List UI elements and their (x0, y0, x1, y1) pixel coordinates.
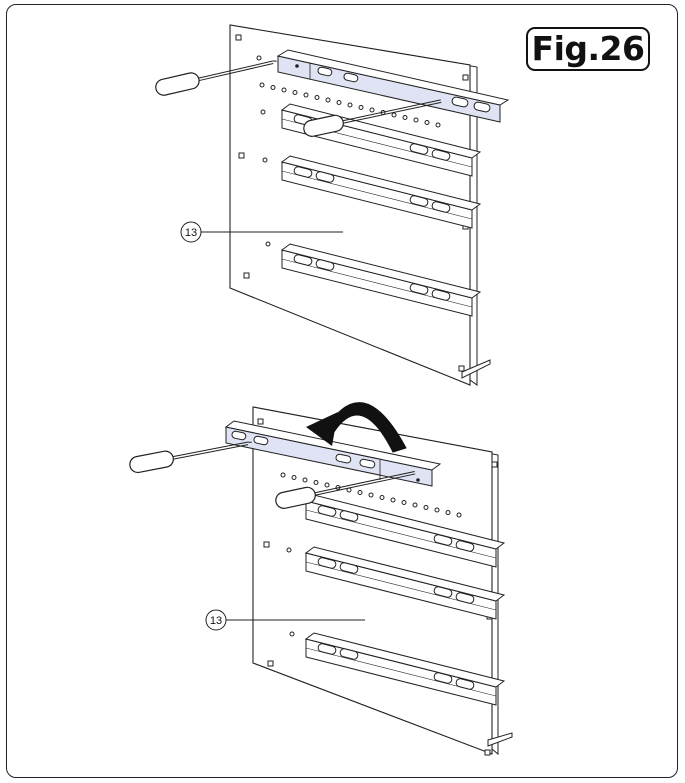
screwdriver-icon (303, 99, 442, 137)
corner-hole (257, 418, 264, 425)
corner-hole (462, 74, 469, 81)
corner-hole (458, 365, 465, 372)
corner-hole (235, 34, 242, 41)
top-view: 13 (153, 24, 510, 386)
callout-label: 13 (210, 615, 222, 627)
figure-label: Fig.26 (526, 27, 650, 71)
panel-flange (487, 732, 513, 747)
corner-hole (238, 152, 245, 159)
screwdriver-icon (275, 471, 416, 509)
callout-circle (205, 609, 227, 631)
din-rail-top (276, 49, 510, 123)
corner-hole (243, 272, 250, 279)
corner-hole (491, 461, 498, 468)
panel-flange (461, 359, 491, 379)
corner-hole (267, 660, 274, 667)
figure-frame (6, 4, 678, 778)
din-rail-top (224, 420, 442, 487)
bottom-view: 13 (127, 402, 513, 756)
rotate-arrow-icon (306, 402, 407, 453)
corner-hole (484, 749, 491, 756)
callout-circle (180, 221, 202, 243)
callout-label: 13 (185, 227, 197, 239)
corner-hole (263, 541, 270, 548)
